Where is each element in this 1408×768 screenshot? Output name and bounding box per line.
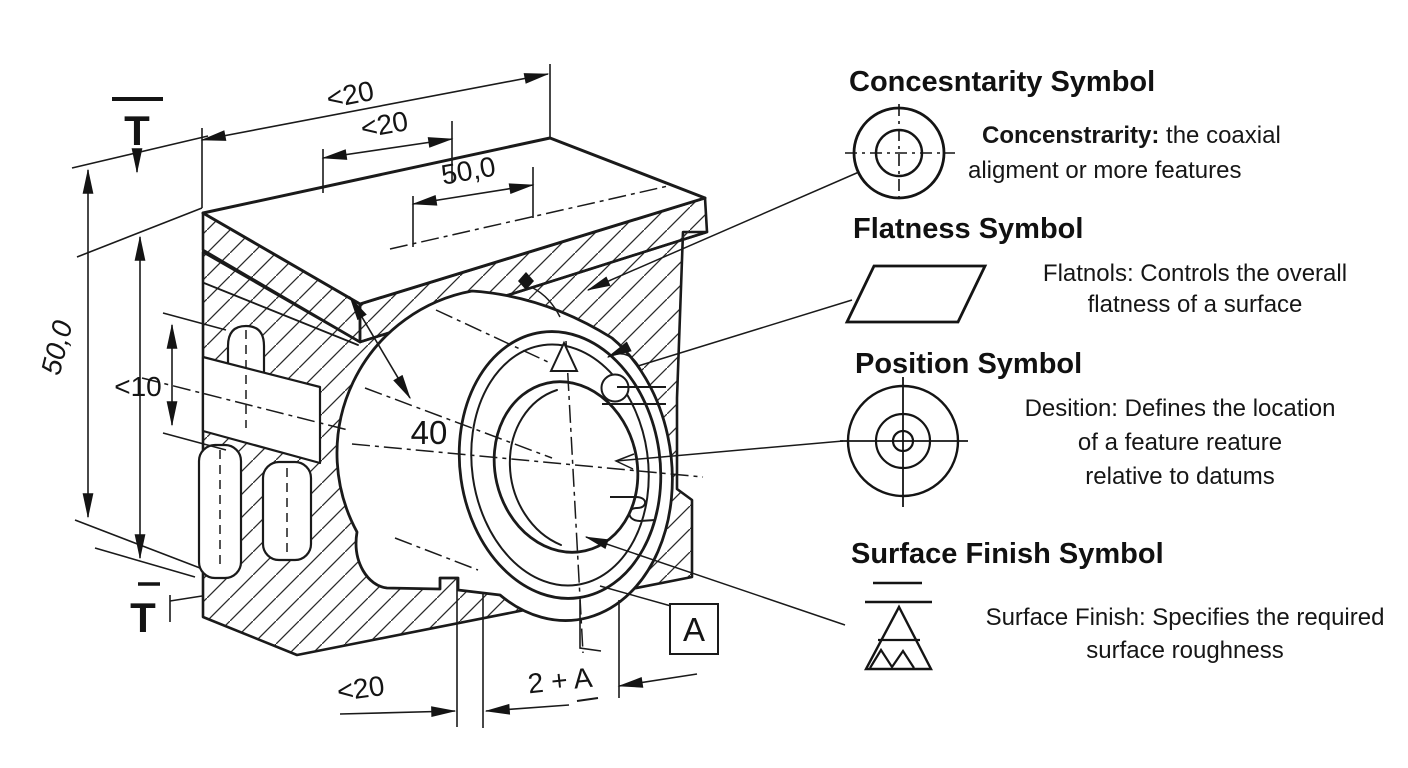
surface-marks — [518, 272, 666, 523]
dim-bore-label: 40 — [411, 414, 448, 451]
legend-title-flatness: Flatness Symbol — [853, 213, 1084, 245]
surface-finish-symbol-icon — [864, 581, 933, 671]
legend-desc-flatness: Flatnols: Controls the overall flatness … — [1010, 258, 1380, 320]
dim-bore-leader — [349, 295, 411, 400]
concentricity-desc-line2: aligment or more features — [968, 157, 1242, 184]
dim-top-outer-line — [200, 73, 550, 141]
dim-slot-height-label: <10 — [114, 371, 162, 402]
position-desc-line1: Desition: Defines the location — [1024, 395, 1336, 422]
datum-a-box: A — [599, 585, 719, 655]
dim-top-depth-line — [411, 183, 535, 206]
datum-t-top: T — [112, 97, 163, 174]
flatness-desc-line2: flatness of a surface — [1087, 291, 1303, 318]
isometric-block — [197, 136, 709, 657]
dim-offset-arrow-left — [484, 703, 570, 715]
flatness-symbol-icon — [844, 264, 988, 324]
slot-channel — [201, 355, 322, 465]
surface-finish-leader — [584, 536, 846, 626]
concentricity-symbol-icon — [845, 104, 955, 202]
concentricity-desc: the coaxial — [1159, 122, 1281, 149]
flatness-leader — [637, 299, 853, 367]
legend-desc-position: Desition: Defines the location of a feat… — [985, 392, 1375, 494]
position-symbol-icon — [840, 377, 968, 507]
dim-offset-arrow-right — [617, 673, 698, 688]
dim-bottom-width-line — [339, 706, 457, 718]
datum-t-bottom-label: T — [130, 594, 156, 641]
concentricity-leader — [586, 171, 860, 291]
legend-title-concentricity: Concesntarity Symbol — [849, 66, 1156, 98]
datum-a-label: A — [683, 611, 705, 648]
position-desc-line3: relative to datums — [1085, 463, 1275, 490]
position-leader — [615, 440, 844, 462]
dimensions — [71, 64, 698, 728]
dim-left-height-label: 50,0 — [35, 317, 78, 378]
slot-lower-right — [261, 460, 313, 562]
bore — [492, 380, 640, 554]
finish-triangle-icon — [549, 340, 579, 372]
surface-desc-line2: surface roughness — [1086, 637, 1284, 664]
datum-t-bottom: T — [130, 582, 203, 641]
legend-desc-concentricity: Concenstrarity: the coaxial aligment or … — [968, 118, 1388, 188]
dim-top-inner-label: <20 — [358, 105, 410, 144]
legend-title-surface-finish: Surface Finish Symbol — [851, 538, 1164, 570]
diamond-mark-icon — [518, 272, 534, 290]
flatness-desc-line1: Flatnols: Controls the overall — [1042, 260, 1348, 287]
slab-top-face — [201, 136, 707, 306]
boss-rim-inner-edge — [470, 343, 650, 587]
datum-t-top-label: T — [124, 107, 150, 154]
position-desc-line2: of a feature reature — [1077, 429, 1283, 456]
boss-front-rim — [457, 330, 663, 600]
legend-leaders — [584, 171, 860, 626]
dim-bottom-width-label: <20 — [335, 670, 386, 707]
legend-desc-surface-finish: Surface Finish: Specifies the required s… — [975, 601, 1395, 667]
dim-top-inner-line — [321, 137, 454, 160]
bore-back-edge — [508, 389, 562, 546]
position-open-arrow — [614, 453, 635, 470]
break-squiggle-icon — [610, 496, 656, 523]
legend-title-position: Position Symbol — [855, 348, 1083, 380]
dim-bottom-offset-label: 2 + A — [526, 662, 594, 700]
concentricity-term: Concenstrarity: — [982, 122, 1160, 149]
surface-desc-line1: Surface Finish: Specifies the required — [985, 604, 1385, 631]
